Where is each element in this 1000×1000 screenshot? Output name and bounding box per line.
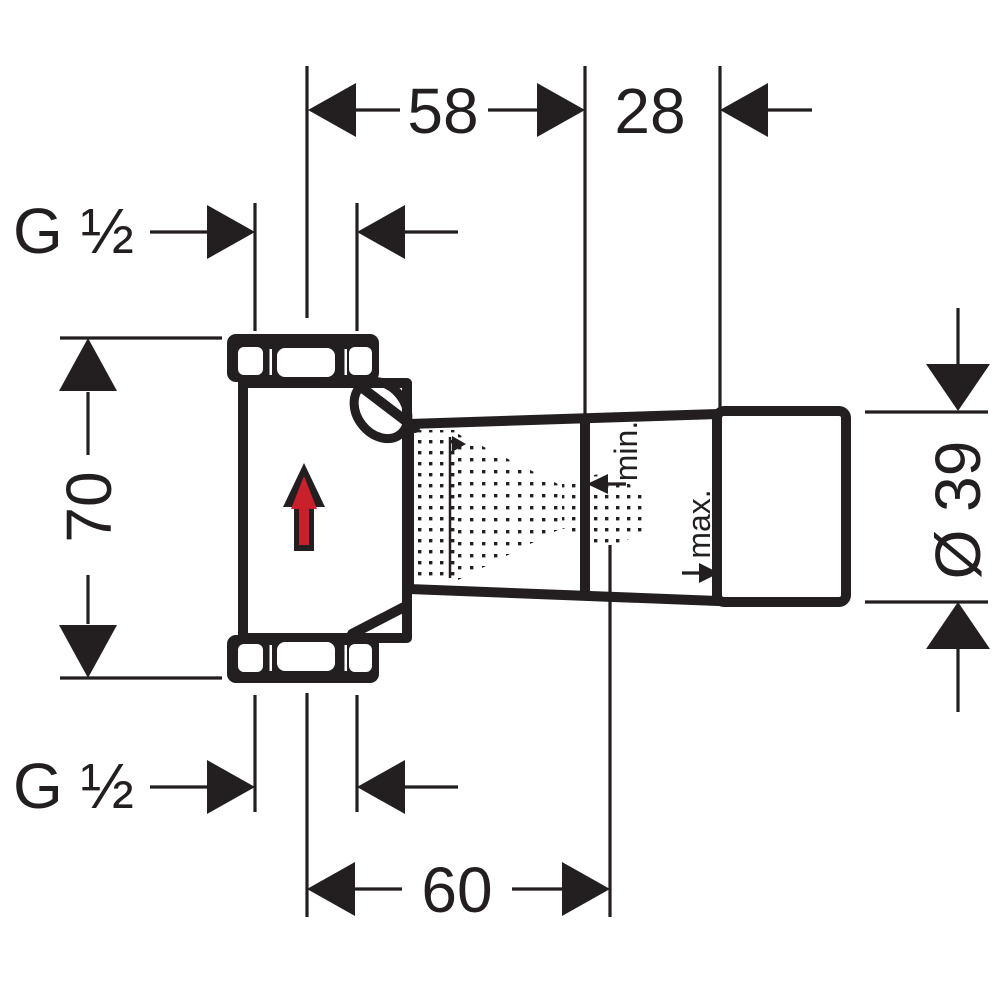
end-cap (712, 406, 851, 607)
nut-top-facet-left (238, 347, 263, 375)
arrow-60-right (562, 862, 610, 916)
diameter-39-label: Ø 39 (922, 441, 994, 580)
arrow-58-left (308, 83, 356, 137)
nut-top-facet-mid (277, 348, 335, 377)
spray-spindle (562, 474, 643, 549)
max-label: max. (681, 489, 717, 558)
dimension-60-label: 60 (421, 854, 492, 926)
dimension-arrowheads (59, 83, 990, 916)
valve-body (238, 378, 412, 643)
nut-bottom-facet-left (238, 644, 263, 672)
arrow-28-right (720, 83, 768, 137)
arrow-60-left (307, 862, 355, 916)
flow-arrow-red-icon (291, 476, 317, 545)
thread-label-bottom: G ½ (13, 750, 134, 822)
spray-dense-band (417, 430, 458, 582)
hex-nut-bottom (227, 635, 379, 683)
arrow-thread-bottom-left (207, 760, 255, 814)
spray-cone (458, 434, 562, 580)
arrow-70-bottom (59, 625, 117, 678)
dimension-58-label: 58 (407, 75, 478, 147)
arrow-70-top (59, 338, 117, 391)
nut-top-sliver-right (344, 349, 347, 375)
arrow-thread-top-right (357, 205, 405, 259)
flow-arrow (283, 463, 325, 551)
min-label: min. (608, 421, 644, 481)
nut-bottom-sliver-left (269, 645, 272, 671)
dimension-28-label: 28 (614, 75, 685, 147)
arrow-39-top (926, 364, 990, 411)
spray-pattern (417, 430, 643, 582)
arrow-max-leader (699, 563, 719, 583)
arrow-39-bottom (926, 602, 990, 649)
funnel-section (404, 409, 723, 606)
thread-label-top: G ½ (13, 195, 134, 267)
nut-bottom-facet-mid (277, 642, 335, 671)
neck-loop (349, 376, 413, 444)
arrow-thread-bottom-right (357, 760, 405, 814)
nut-top-sliver-left (269, 349, 272, 375)
arrow-thread-top-left (207, 205, 255, 259)
nut-bottom-facet-right (349, 644, 372, 672)
nut-top-facet-right (349, 347, 372, 375)
dimension-70-label: 70 (53, 471, 125, 542)
arrow-58-right (537, 83, 585, 137)
nut-bottom-sliver-right (344, 645, 347, 671)
neck-diagonal-bottom (347, 601, 411, 639)
hex-nut-top (227, 334, 379, 382)
